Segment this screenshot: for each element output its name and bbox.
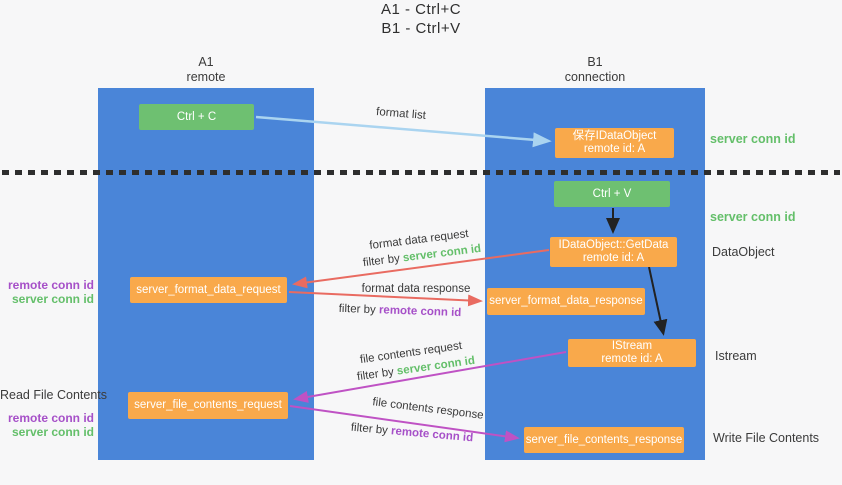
node-server-format-data-request-label: server_format_data_request — [136, 283, 281, 296]
node-ctrl-c: Ctrl + C — [139, 104, 254, 130]
filter-prefix-3: filter by — [356, 366, 395, 384]
write-file-contents-label: Write File Contents — [713, 431, 820, 445]
server-conn-id-label-mid: server conn id — [710, 210, 796, 224]
lane-a-subtitle: remote — [186, 70, 226, 84]
diagram-title: A1 - Ctrl+C B1 - Ctrl+V — [0, 0, 842, 38]
node-ctrl-v: Ctrl + V — [554, 181, 670, 207]
filter-id-2: remote conn id — [378, 304, 462, 320]
conn-id-group-1: remote conn id server conn id — [0, 278, 94, 306]
server-conn-id-label-2: server conn id — [11, 425, 94, 439]
conn-id-group-2: remote conn id server conn id — [0, 411, 94, 439]
lane-a-name: A1 — [198, 55, 214, 69]
format-list-label: format list — [375, 106, 427, 122]
node-istream-line2: remote id: A — [601, 353, 663, 365]
node-server-format-data-response-label: server_format_data_response — [489, 295, 643, 307]
file-contents-response-label: file contents response — [371, 396, 485, 422]
filter-prefix-4: filter by — [350, 421, 389, 437]
filter-by-remote-conn-id-label-1: filter by remote conn id — [338, 303, 461, 319]
title-line-1: A1 - Ctrl+C — [380, 1, 462, 18]
remote-conn-id-label-2: remote conn id — [7, 411, 94, 425]
node-server-format-data-response: server_format_data_response — [487, 288, 645, 315]
istream-label: Istream — [715, 349, 757, 363]
node-server-format-data-request: server_format_data_request — [130, 277, 287, 303]
lane-a-header: A1 remote — [98, 55, 314, 85]
node-save-idataobject: 保存IDataObject remote id: A — [555, 128, 674, 158]
node-idataobject-getdata-line2: remote id: A — [582, 252, 645, 264]
node-idataobject-getdata: IDataObject::GetData remote id: A — [550, 237, 677, 267]
node-istream-line1: IStream — [611, 340, 653, 352]
node-server-file-contents-request-label: server_file_contents_request — [134, 399, 282, 411]
filter-prefix-2: filter by — [338, 302, 376, 317]
read-file-contents-label: Read File Contents — [0, 388, 108, 402]
session-separator-dotted-line — [2, 170, 840, 175]
node-server-file-contents-response-label: server_file_contents_response — [525, 433, 683, 446]
format-data-response-label: format data response — [361, 283, 471, 295]
lane-b-name: B1 — [587, 55, 603, 69]
filter-prefix-1: filter by — [362, 252, 401, 270]
node-istream: IStream remote id: A — [568, 339, 696, 367]
server-conn-id-label-top: server conn id — [710, 132, 796, 146]
node-server-file-contents-response: server_file_contents_response — [524, 427, 684, 453]
node-save-idataobject-line2: remote id: A — [583, 143, 646, 155]
title-line-2: B1 - Ctrl+V — [381, 20, 461, 37]
lane-b-subtitle: connection — [564, 70, 626, 84]
node-ctrl-v-label: Ctrl + V — [592, 187, 632, 200]
server-conn-id-label-1: server conn id — [11, 292, 94, 306]
node-ctrl-c-label: Ctrl + C — [176, 110, 217, 123]
node-server-file-contents-request: server_file_contents_request — [128, 392, 288, 419]
filter-id-4: remote conn id — [390, 425, 474, 445]
node-idataobject-getdata-line1: IDataObject::GetData — [558, 239, 669, 251]
node-save-idataobject-line1: 保存IDataObject — [572, 130, 657, 142]
filter-by-remote-conn-id-label-2: filter by remote conn id — [350, 422, 473, 445]
remote-conn-id-label-1: remote conn id — [7, 278, 94, 292]
lane-b-header: B1 connection — [485, 55, 705, 85]
dataobject-label: DataObject — [712, 245, 775, 259]
